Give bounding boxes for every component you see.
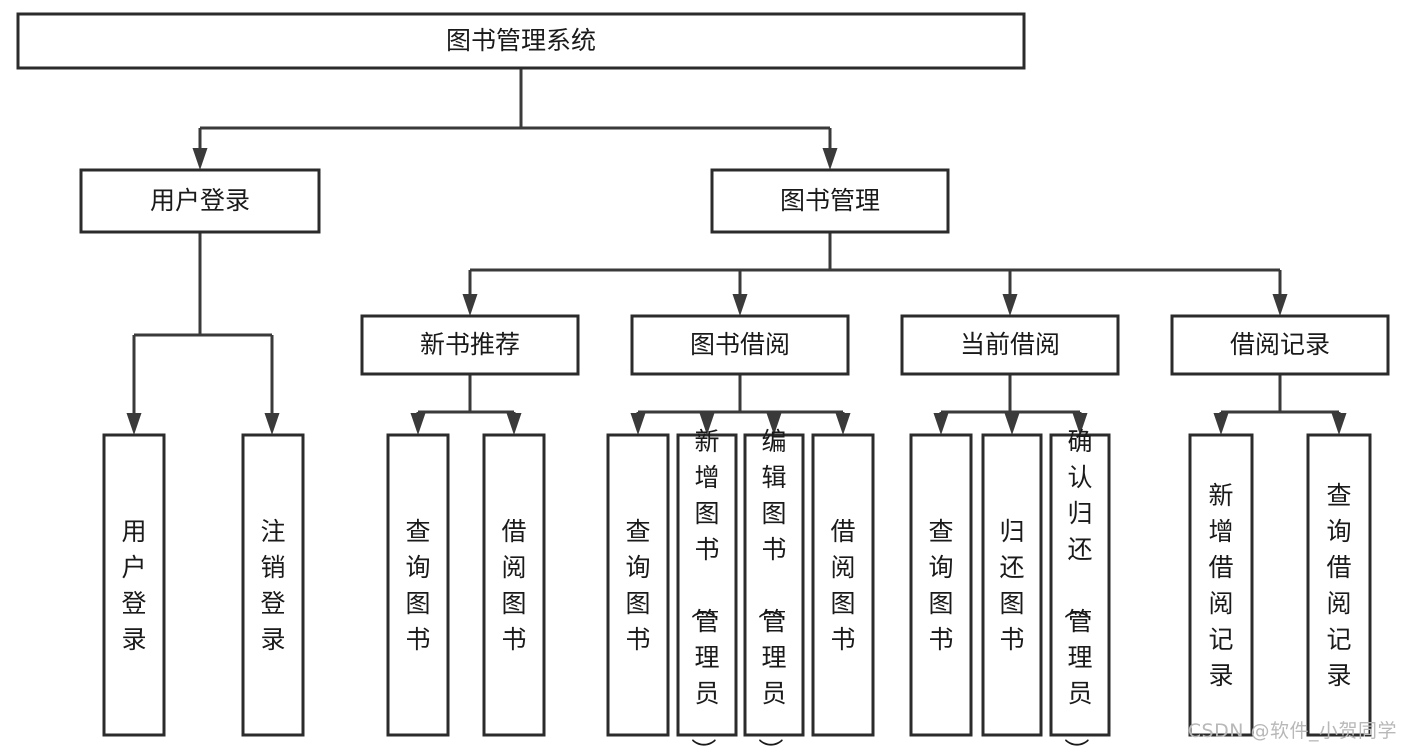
leaf-node-label-11: 新增借阅记录 — [1208, 481, 1233, 690]
group-1-arrow-0 — [630, 413, 646, 435]
leaf-node-rect-12[interactable] — [1306, 433, 1372, 737]
level1-node-用户登录-rect[interactable] — [79, 168, 321, 234]
leaf-node-6-编辑图书（管理员）: 编辑图书（管理员） — [743, 427, 805, 747]
root-node-图书管理系统: 图书管理系统 — [16, 12, 1026, 70]
level1-node-图书管理-rect[interactable] — [710, 168, 950, 234]
leaf-node-rect-7[interactable] — [811, 433, 875, 737]
leaf-node-1-注销登录: 注销登录 — [241, 433, 305, 737]
leaf-node-rect-2[interactable] — [386, 433, 450, 737]
leaf-node-label-7: 借阅图书 — [830, 517, 855, 654]
level2-node-图书借阅-rect[interactable] — [630, 314, 850, 376]
leaf-node-label-10: 确认归还（管理员） — [1061, 427, 1092, 747]
leaf-node-rect-9[interactable] — [981, 433, 1043, 737]
manage-arrow-0 — [462, 294, 478, 316]
leaf-node-label-6: 编辑图书（管理员） — [755, 427, 786, 747]
level1-node-label-1: 图书管理 — [780, 186, 880, 215]
group-2-arrow-1 — [1004, 413, 1020, 435]
level2-node-借阅记录-rect[interactable] — [1170, 314, 1390, 376]
group-0-arrow-0 — [410, 413, 426, 435]
level2-node-当前借阅: 当前借阅 — [900, 314, 1120, 376]
csdn-watermark: CSDN @软件_小贺同学 — [1187, 720, 1397, 742]
leaf-node-rect-10[interactable] — [1049, 433, 1111, 737]
group-1-arrow-3 — [835, 413, 851, 435]
root-arrow-0 — [192, 148, 208, 170]
level2-node-图书借阅: 图书借阅 — [630, 314, 850, 376]
login-arrow-1 — [264, 413, 280, 435]
leaf-node-12-查询借阅记录: 查询借阅记录 — [1306, 433, 1372, 737]
leaf-node-label-8: 查询图书 — [928, 517, 953, 654]
level2-node-label-2: 当前借阅 — [960, 330, 1060, 359]
leaf-node-3-借阅图书: 借阅图书 — [482, 433, 546, 737]
level2-node-当前借阅-rect[interactable] — [900, 314, 1120, 376]
leaf-node-8-查询图书: 查询图书 — [909, 433, 973, 737]
connector-layer — [126, 68, 1347, 435]
leaf-node-rect-0[interactable] — [102, 433, 166, 737]
leaf-node-2-查询图书: 查询图书 — [386, 433, 450, 737]
group-2-arrow-0 — [933, 413, 949, 435]
root-node-label: 图书管理系统 — [446, 26, 596, 55]
level2-node-借阅记录: 借阅记录 — [1170, 314, 1390, 376]
group-3-arrow-0 — [1213, 413, 1229, 435]
level2-node-label-0: 新书推荐 — [420, 330, 520, 359]
leaf-node-rect-8[interactable] — [909, 433, 973, 737]
leaf-node-label-3: 借阅图书 — [501, 517, 526, 654]
leaf-node-label-4: 查询图书 — [625, 517, 650, 654]
level2-node-label-1: 图书借阅 — [690, 330, 790, 359]
leaf-node-7-借阅图书: 借阅图书 — [811, 433, 875, 737]
login-arrow-0 — [126, 413, 142, 435]
root-arrow-1 — [822, 148, 838, 170]
group-3-arrow-1 — [1331, 413, 1347, 435]
group-0-arrow-1 — [506, 413, 522, 435]
leaf-node-0-用户登录: 用户登录 — [102, 433, 166, 737]
leaf-node-label-0: 用户登录 — [121, 517, 146, 654]
node-layer: 图书管理系统用户登录图书管理新书推荐图书借阅当前借阅借阅记录用户登录注销登录查询… — [16, 12, 1390, 747]
leaf-node-rect-3[interactable] — [482, 433, 546, 737]
leaf-node-rect-4[interactable] — [606, 433, 670, 737]
level1-node-label-0: 用户登录 — [150, 186, 250, 215]
manage-arrow-1 — [732, 294, 748, 316]
leaf-node-label-5: 新增图书（管理员） — [688, 427, 719, 747]
leaf-node-rect-5[interactable] — [676, 433, 738, 737]
leaf-node-label-12: 查询借阅记录 — [1326, 481, 1351, 690]
group-2-arrow-2 — [1072, 413, 1088, 435]
leaf-node-rect-6[interactable] — [743, 433, 805, 737]
group-1-arrow-2 — [766, 413, 782, 435]
leaf-node-11-新增借阅记录: 新增借阅记录 — [1188, 433, 1254, 737]
root-node-图书管理系统-rect[interactable] — [16, 12, 1026, 70]
level2-node-label-3: 借阅记录 — [1230, 330, 1330, 359]
manage-arrow-2 — [1002, 294, 1018, 316]
manage-arrow-3 — [1272, 294, 1288, 316]
leaf-node-10-确认归还（管理员）: 确认归还（管理员） — [1049, 427, 1111, 747]
leaf-node-9-归还图书: 归还图书 — [981, 433, 1043, 737]
level2-node-新书推荐-rect[interactable] — [360, 314, 580, 376]
leaf-node-label-9: 归还图书 — [999, 517, 1024, 654]
level1-node-用户登录: 用户登录 — [79, 168, 321, 234]
level2-node-新书推荐: 新书推荐 — [360, 314, 580, 376]
leaf-node-label-1: 注销登录 — [260, 517, 285, 654]
leaf-node-5-新增图书（管理员）: 新增图书（管理员） — [676, 427, 738, 747]
group-1-arrow-1 — [699, 413, 715, 435]
leaf-node-rect-1[interactable] — [241, 433, 305, 737]
level1-node-图书管理: 图书管理 — [710, 168, 950, 234]
leaf-node-rect-11[interactable] — [1188, 433, 1254, 737]
leaf-node-4-查询图书: 查询图书 — [606, 433, 670, 737]
leaf-node-label-2: 查询图书 — [405, 517, 430, 654]
